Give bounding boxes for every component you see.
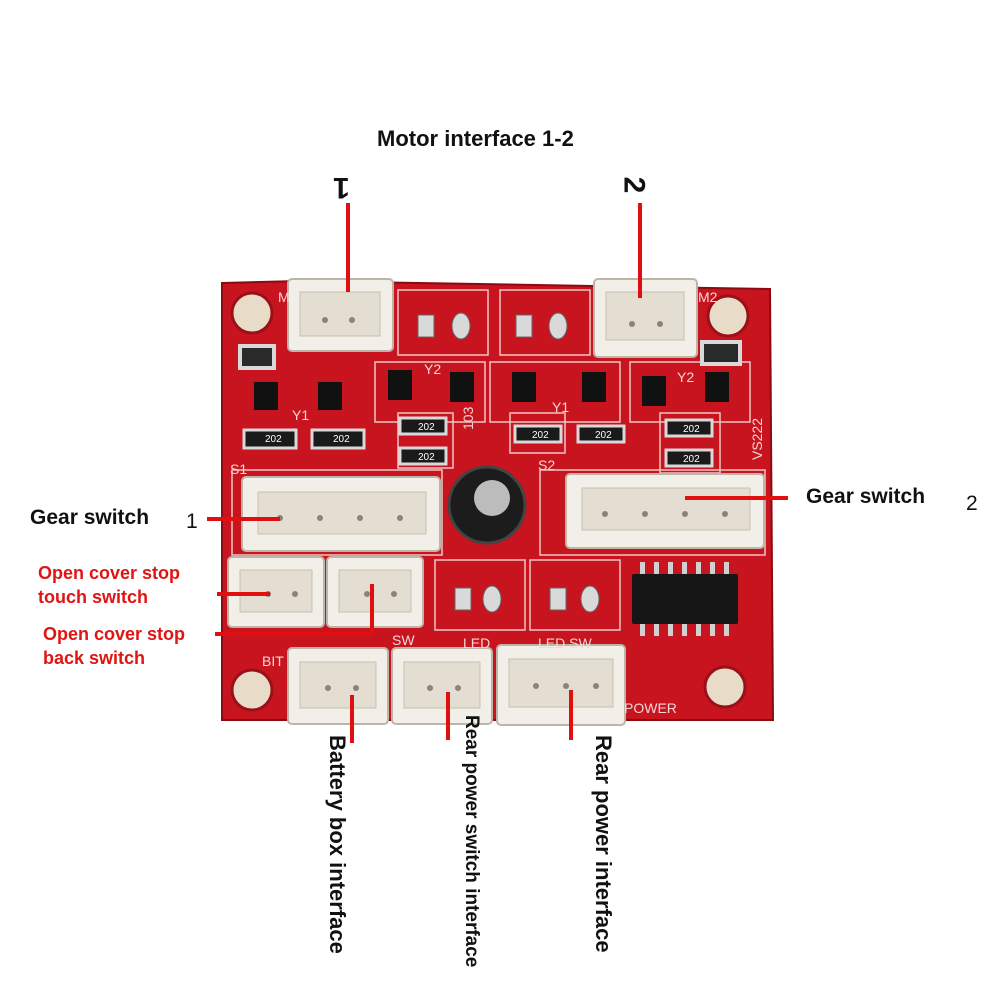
gear-switch-2-label: Gear switch bbox=[806, 485, 926, 508]
silk-res-3: 202 bbox=[418, 422, 435, 433]
silk-led: LED bbox=[463, 635, 490, 651]
diagram-title: Motor interface 1-2 bbox=[377, 126, 574, 151]
motor-label-2: 2 bbox=[617, 176, 651, 194]
gear-switch-1-number: 1 bbox=[186, 510, 198, 533]
silk-res-1: 202 bbox=[265, 434, 282, 445]
silk-q3: 103 bbox=[460, 406, 476, 430]
gear-switch-2-number: 2 bbox=[966, 492, 978, 515]
silk-res-6: 202 bbox=[595, 430, 612, 441]
silk-m: M bbox=[278, 289, 290, 305]
silk-res-5: 202 bbox=[532, 430, 549, 441]
ic-chip bbox=[632, 562, 738, 636]
silk-y1-b: Y1 bbox=[552, 399, 569, 415]
silk-s1: S1 bbox=[230, 461, 247, 477]
mounting-hole bbox=[230, 291, 274, 335]
silk-y2-b: Y2 bbox=[677, 369, 694, 385]
smd-capacitors bbox=[238, 340, 742, 370]
silk-res-4: 202 bbox=[418, 452, 435, 463]
silk-s2: S2 bbox=[538, 457, 555, 473]
open-cover-back-label-line2: back switch bbox=[43, 648, 146, 668]
silk-led-sw: LED SW bbox=[538, 635, 592, 651]
silk-m2: M2 bbox=[698, 289, 718, 305]
rear-power-label: Rear power interface bbox=[591, 735, 616, 953]
pointer-lines bbox=[207, 203, 788, 743]
mounting-hole bbox=[703, 665, 747, 709]
led-pads bbox=[454, 585, 600, 613]
transistors bbox=[254, 370, 729, 410]
mounting-hole bbox=[706, 294, 750, 338]
silk-y2-a: Y2 bbox=[424, 361, 441, 377]
open-cover-touch-label-line1: Open cover stop bbox=[38, 563, 181, 583]
silk-sw: SW bbox=[392, 632, 415, 648]
open-cover-touch-label-line2: touch switch bbox=[38, 587, 149, 607]
rear-power-switch-label: Rear power switch interface bbox=[461, 715, 482, 968]
motor-label-1: 1 bbox=[333, 171, 350, 204]
silk-bit: BIT bbox=[262, 653, 284, 669]
open-cover-back-label-line1: Open cover stop bbox=[43, 624, 186, 644]
solder-pads-top bbox=[417, 312, 568, 340]
silk-res-2: 202 bbox=[333, 434, 350, 445]
silk-vs: VS222 bbox=[749, 418, 765, 460]
resistors bbox=[242, 416, 714, 468]
gear-switch-1-label: Gear switch bbox=[30, 506, 150, 529]
battery-box-label: Battery box interface bbox=[325, 735, 350, 954]
silk-res-8: 202 bbox=[683, 454, 700, 465]
mounting-hole bbox=[230, 668, 274, 712]
silkscreen-text: M M2 Y2 Y2 Y1 Y1 S1 S2 202 202 202 202 2… bbox=[230, 289, 765, 716]
silk-y1-a: Y1 bbox=[292, 407, 309, 423]
silk-power: POWER bbox=[624, 700, 677, 716]
silk-res-7: 202 bbox=[683, 424, 700, 435]
